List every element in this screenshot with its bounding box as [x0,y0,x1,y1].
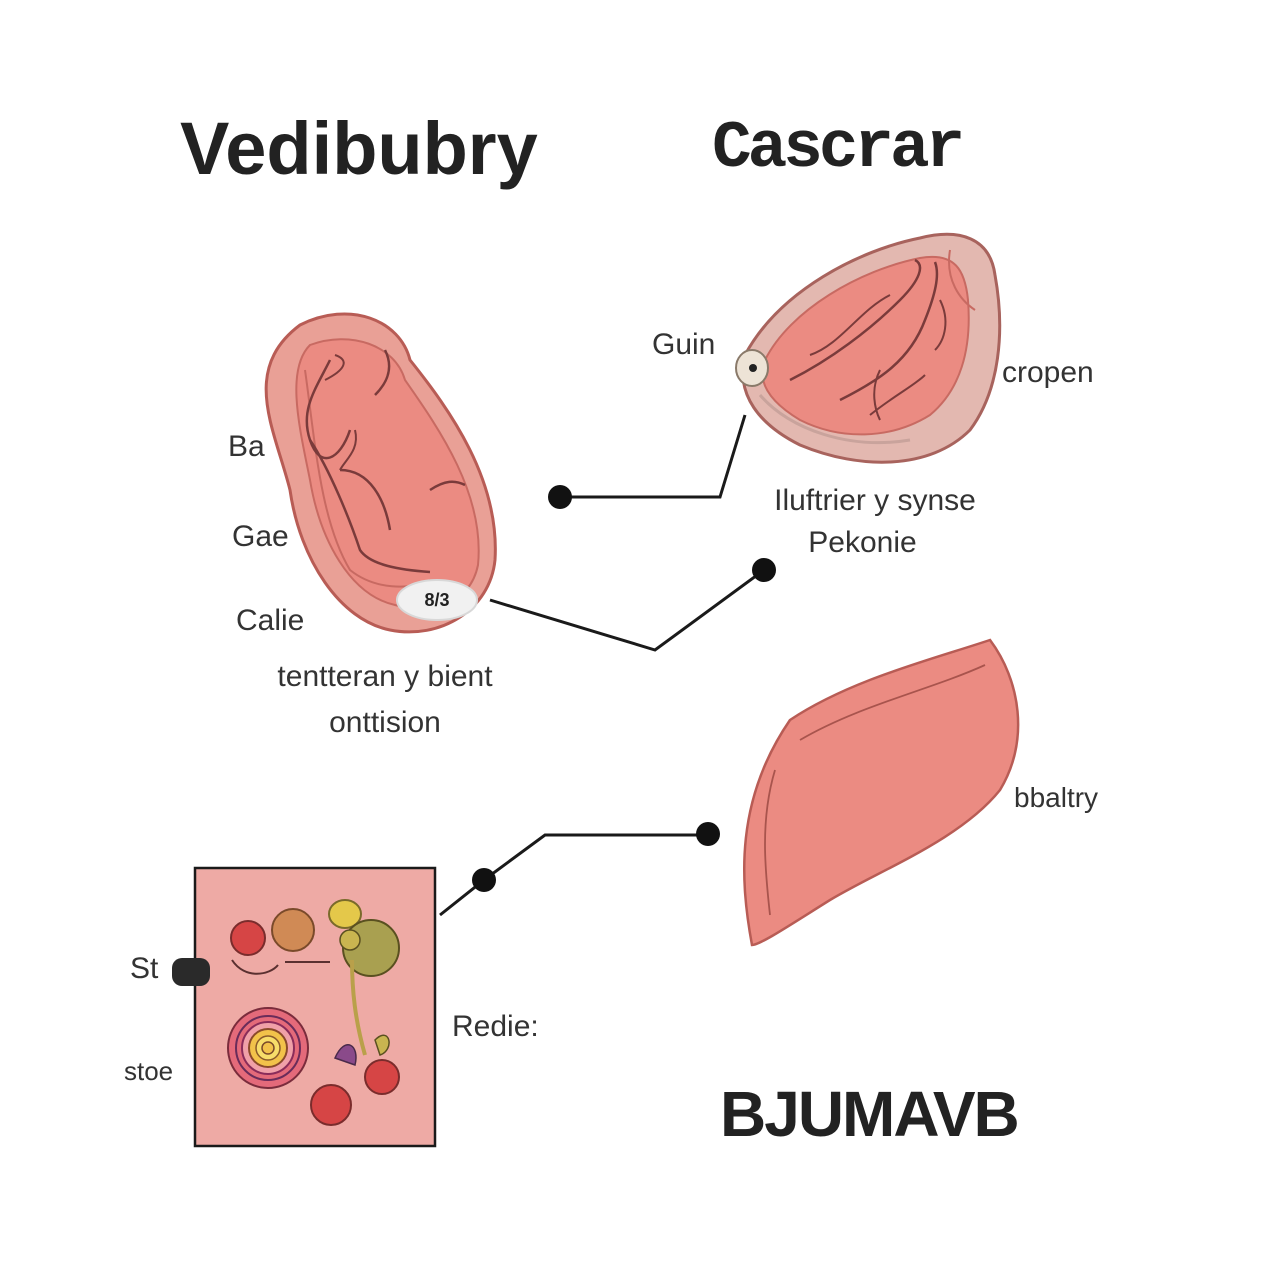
label-cropen: cropen [1002,356,1094,389]
label-tenteran-line1: tentteran y bient [277,660,493,693]
label-bbaltry: bbaltry [1014,782,1099,813]
label-calie: Calie [236,604,305,637]
label-iluftrier-line1: Iluftrier y synse [774,484,976,517]
label-gae: Gae [232,520,289,553]
label-tenteran-line2: onttision [329,706,441,739]
label-guin: Guin [652,328,716,361]
connector-lines [439,414,765,917]
label-st: St [130,952,159,985]
title-bottom-right: BJUMAVB [720,1078,1020,1150]
organ-badge: 8/3 [424,590,450,610]
panel-tab [172,958,210,986]
connector-dots [472,485,776,892]
panel-bottom-left [193,866,437,1148]
title-right: Cascrar [712,111,965,186]
label-redie: Redie: [452,1010,539,1043]
label-iluftrier-line2: Pekonie [808,526,917,559]
organ-right-bottom [742,638,1020,947]
label-stoe: stoe [124,1056,174,1086]
organ-left [264,312,497,634]
organ-right-top [735,232,1002,464]
label-ba: Ba [228,430,265,463]
title-left: Vedibubry [180,107,538,190]
